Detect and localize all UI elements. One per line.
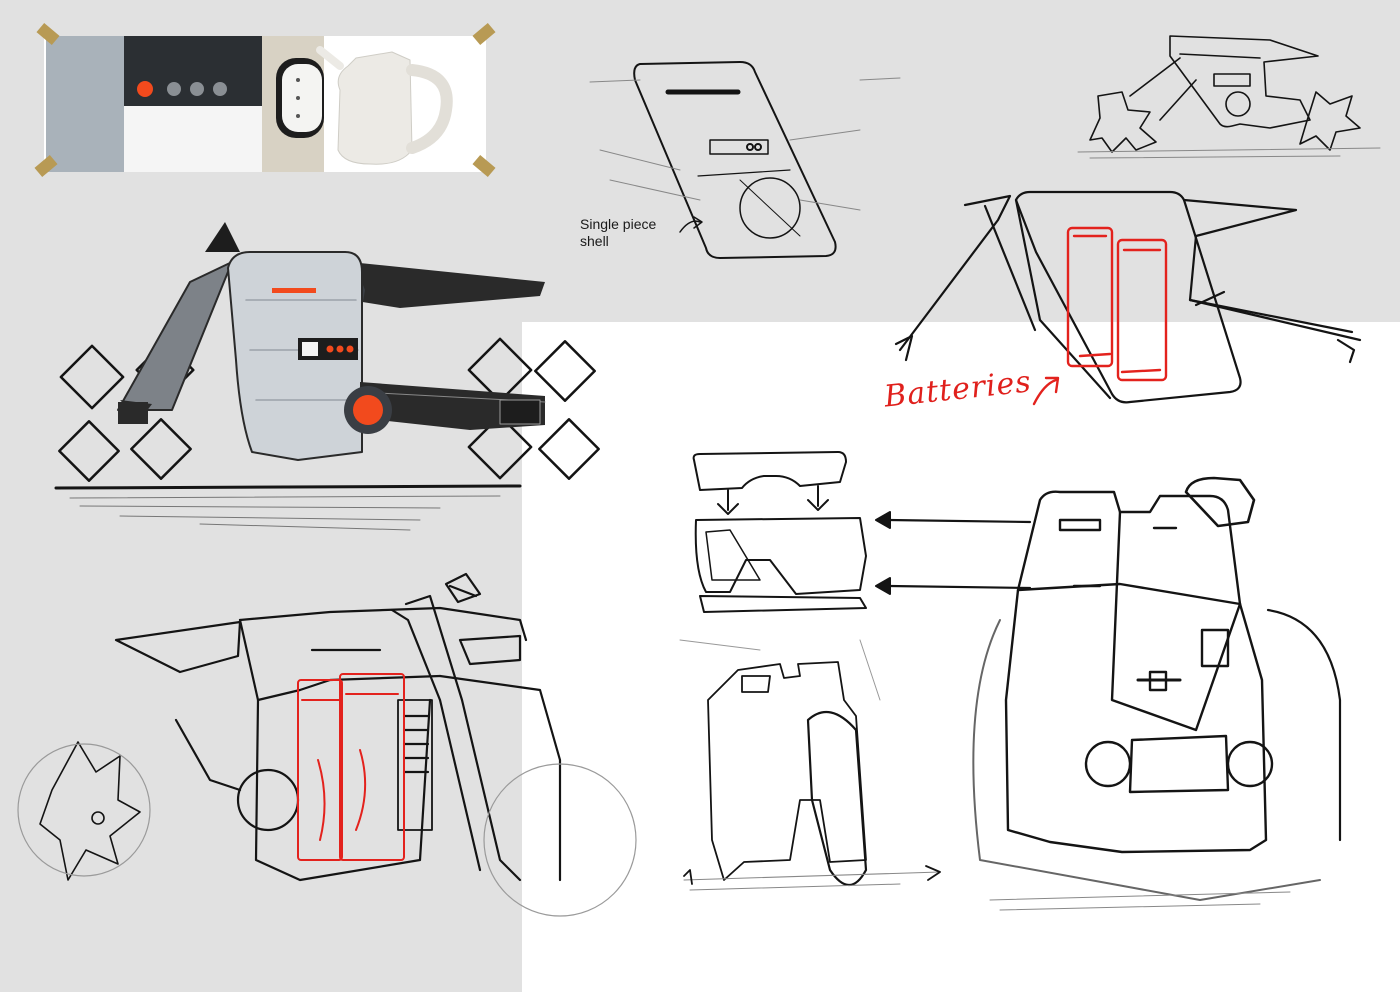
shell-annotation-line2: shell [580, 233, 609, 249]
sketch-front-view-small [679, 639, 941, 891]
rendered-vehicle-side-view [54, 222, 600, 531]
sketch-battery-shell [894, 190, 1362, 406]
shell-annotation: Single piece shell [580, 216, 656, 250]
shell-annotation-line1: Single piece [580, 216, 657, 232]
sketch-front-view-large [972, 476, 1342, 911]
sketch-assembly-diagram [692, 451, 1032, 613]
sketch-bottom-left-side-view [17, 572, 637, 917]
mood-board [34, 22, 496, 178]
sketch-single-piece-shell [589, 61, 901, 259]
sketch-top-right-vehicle [1077, 35, 1381, 159]
hand-drawn-arrow-icon [1032, 376, 1060, 406]
